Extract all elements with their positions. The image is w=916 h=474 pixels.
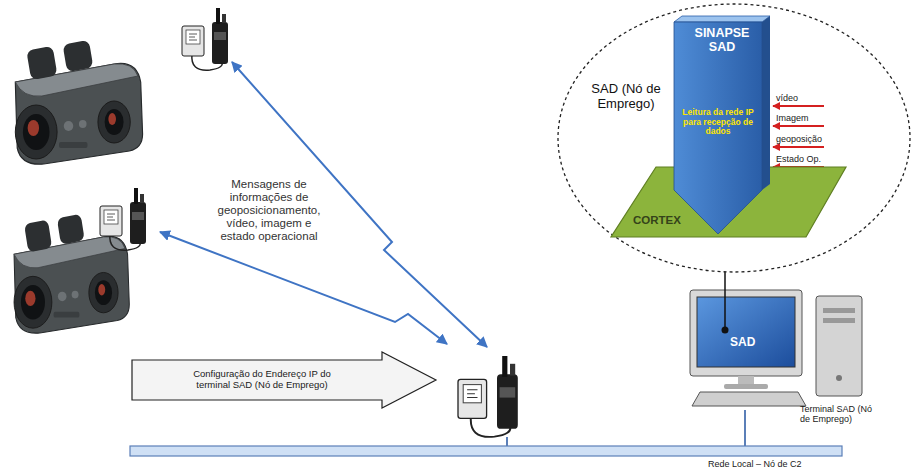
zoom-leader: [724, 288, 726, 330]
block-title: SINAPSE SAD: [692, 26, 752, 54]
computer-terminal-shape: [686, 288, 871, 410]
config-arrow: Configuração do Endereço IP do terminal …: [132, 352, 437, 408]
platform-label-box: CORTEX: [633, 214, 693, 227]
block-body-box: Leitura da rede IP para recepção de dado…: [680, 108, 756, 137]
radio-set: [182, 8, 228, 70]
drive-slot: [823, 318, 855, 323]
block-top-face: [674, 16, 770, 22]
radio-link-arrow: [160, 232, 447, 344]
monitor-base: [724, 384, 768, 389]
network-bus-shape: [130, 446, 842, 456]
input-arrow: [773, 146, 824, 148]
zoom-circle: SAD (Nó de Emprego) SINAPSE SAD Leitura da…: [556, 2, 912, 274]
monitor-frame: [690, 290, 802, 376]
signal-label: Estado Op.: [776, 154, 821, 164]
network-caption-box: Rede Local – Nó de C2: [708, 459, 838, 469]
radio-set: [100, 188, 146, 250]
arrow-label: Configuração do Endereço IP do terminal …: [176, 369, 348, 390]
process-block: SINAPSE SAD Leitura da rede IP para recep…: [674, 16, 770, 234]
screen-label: SAD: [730, 336, 774, 349]
region-title: SAD (Nó de Emprego): [582, 82, 670, 111]
dashed-circle: [558, 4, 910, 272]
terminal-caption: Terminal SAD (Nó de Emprego): [800, 404, 874, 424]
pc-tower: [816, 296, 862, 396]
region-title-box: SAD (Nó de Emprego): [582, 82, 670, 111]
network-drop: [506, 437, 508, 446]
connector-line: [744, 410, 746, 446]
network-caption: Rede Local – Nó de C2: [708, 459, 838, 469]
network-bar: [130, 446, 842, 456]
signal-label: geoposição: [776, 134, 822, 144]
signal-label-box: geoposição: [776, 134, 822, 144]
block-title-box: SINAPSE SAD: [692, 26, 752, 54]
screen-label-box: SAD: [730, 336, 774, 349]
power-button: [836, 375, 842, 381]
signal-label-box: vídeo: [776, 93, 798, 103]
platform-plane: [611, 167, 846, 237]
connector-line: [724, 272, 726, 288]
signal-label: Imagem: [776, 113, 809, 123]
block-body: Leitura da rede IP para recepção de dado…: [680, 108, 756, 137]
input-arrow: [773, 105, 824, 107]
zoom-dot: [722, 327, 729, 334]
binocular-device: [15, 40, 142, 164]
signal-label-box: Estado Op.: [776, 154, 821, 164]
keyboard: [692, 392, 806, 406]
network-bus: Rede Local – Nó de C2: [130, 446, 842, 456]
computer-terminal: SADTerminal SAD (Nó de Emprego): [686, 288, 871, 410]
monitor-stand: [738, 376, 754, 384]
monitor-screen: [697, 297, 795, 367]
platform-label: CORTEX: [633, 214, 693, 227]
signal-label: vídeo: [776, 93, 798, 103]
terminal-caption-box: Terminal SAD (Nó de Emprego): [800, 404, 874, 424]
drive-slot: [823, 308, 855, 313]
signal-label-box: Imagem: [776, 113, 809, 123]
input-arrow: [773, 125, 824, 127]
arrow-label-box: Configuração do Endereço IP do terminal …: [176, 369, 348, 390]
block-front-face: [674, 22, 762, 234]
block-arrow: [132, 352, 436, 408]
radio-set: [458, 356, 518, 437]
block-side-face: [762, 16, 770, 190]
message-note: Mensagens de informações de geoposiciona…: [210, 178, 328, 242]
message-note-box: Mensagens de informações de geoposiciona…: [210, 178, 328, 242]
